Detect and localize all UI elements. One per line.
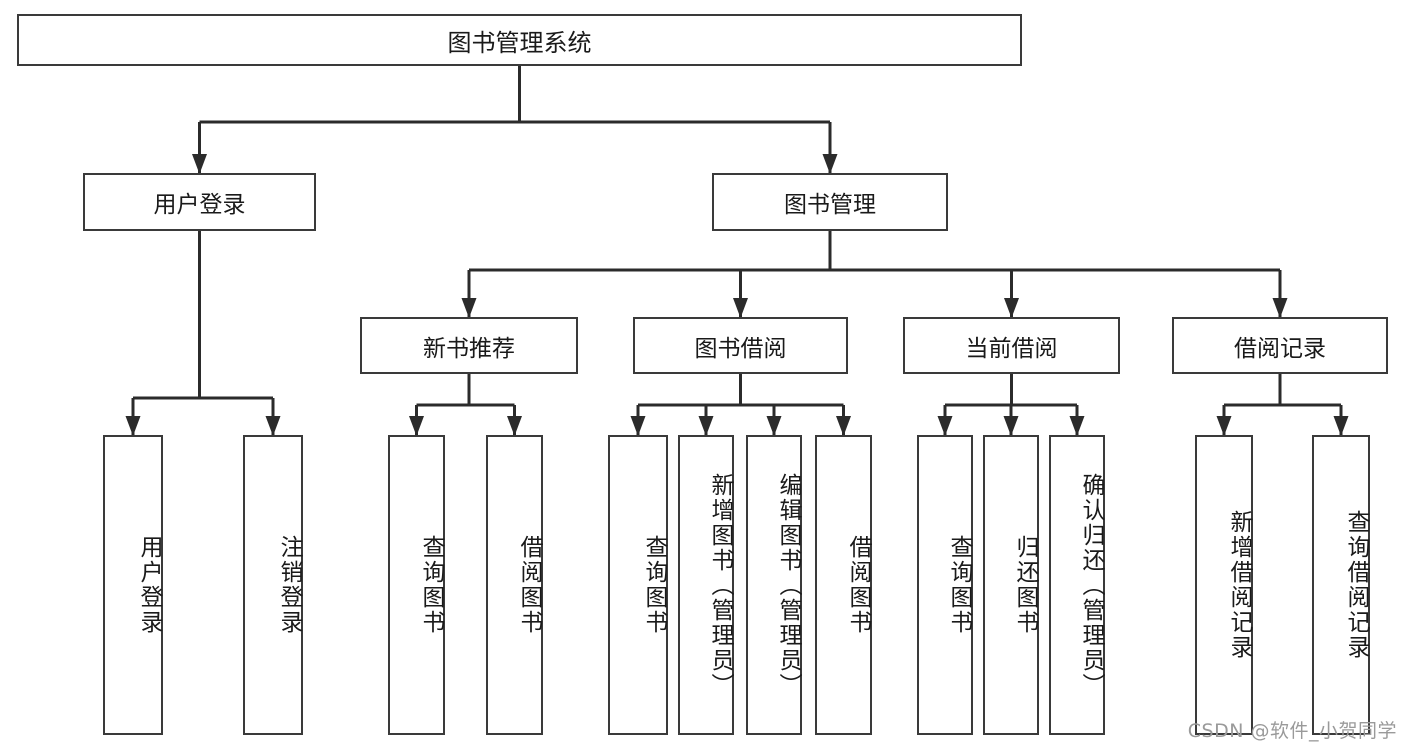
node-leaf-bor-1[interactable]: 查询图书 <box>608 435 668 735</box>
node-current[interactable]: 当前借阅 <box>903 317 1120 374</box>
node-newbook[interactable]: 新书推荐 <box>360 317 578 374</box>
arrowhead-leaf-login-2 <box>265 416 281 436</box>
node-leaf-new-1[interactable]: 查询图书 <box>388 435 445 735</box>
node-leaf-cur-1[interactable]: 查询图书 <box>917 435 973 735</box>
arrowhead-leaf-new-1 <box>409 416 424 436</box>
arrowhead-newbook <box>461 298 477 318</box>
node-label-current: 当前借阅 <box>965 335 1058 362</box>
arrowhead-leaf-bor-1 <box>630 416 646 436</box>
arrowhead-login <box>192 154 207 174</box>
arrowhead-borrow <box>733 298 748 318</box>
node-leaf-new-2[interactable]: 借阅图书 <box>486 435 543 735</box>
node-label-leaf-login-2: 注销登录 <box>276 535 302 635</box>
arrowhead-leaf-bor-4 <box>836 416 851 436</box>
node-leaf-bor-3[interactable]: 编辑图书（管理员） <box>746 435 802 735</box>
node-label-leaf-new-1: 查询图书 <box>418 535 444 635</box>
node-label-records: 借阅记录 <box>1234 335 1326 362</box>
node-login[interactable]: 用户登录 <box>83 173 316 231</box>
node-root[interactable]: 图书管理系统 <box>17 14 1022 66</box>
arrowhead-leaf-login-1 <box>125 416 141 436</box>
node-label-leaf-bor-3: 编辑图书（管理员） <box>775 472 801 698</box>
node-label-leaf-login-1: 用户登录 <box>136 535 162 635</box>
arrowhead-leaf-cur-1 <box>937 416 953 436</box>
node-leaf-rec-1[interactable]: 新增借阅记录 <box>1195 435 1253 735</box>
watermark-text: CSDN @软件_小贺同学 <box>1187 720 1397 742</box>
arrowhead-leaf-bor-2 <box>698 416 714 436</box>
node-leaf-login-2[interactable]: 注销登录 <box>243 435 303 735</box>
node-label-login: 用户登录 <box>153 192 246 218</box>
arrowhead-leaf-cur-2 <box>1003 416 1019 436</box>
arrowhead-current <box>1004 298 1019 318</box>
node-label-leaf-bor-4: 借阅图书 <box>845 535 871 635</box>
node-label-newbook: 新书推荐 <box>423 335 515 362</box>
node-label-leaf-cur-1: 查询图书 <box>946 535 972 635</box>
node-label-leaf-rec-1: 新增借阅记录 <box>1226 510 1252 660</box>
node-leaf-cur-3[interactable]: 确认归还（管理员） <box>1049 435 1105 735</box>
arrowhead-records <box>1272 298 1288 318</box>
node-leaf-cur-2[interactable]: 归还图书 <box>983 435 1039 735</box>
node-leaf-bor-4[interactable]: 借阅图书 <box>815 435 872 735</box>
node-label-leaf-new-2: 借阅图书 <box>516 535 542 635</box>
arrowhead-leaf-rec-1 <box>1216 416 1232 436</box>
node-leaf-login-1[interactable]: 用户登录 <box>103 435 163 735</box>
arrowhead-leaf-cur-3 <box>1069 416 1085 436</box>
node-label-leaf-rec-2: 查询借阅记录 <box>1343 510 1369 660</box>
node-bookmgmt[interactable]: 图书管理 <box>712 173 948 231</box>
node-label-root: 图书管理系统 <box>447 28 592 57</box>
arrowhead-bookmgmt <box>822 154 838 174</box>
node-records[interactable]: 借阅记录 <box>1172 317 1388 374</box>
node-borrow[interactable]: 图书借阅 <box>633 317 848 374</box>
arrowhead-leaf-rec-2 <box>1333 416 1349 436</box>
arrowhead-leaf-new-2 <box>507 416 522 436</box>
node-label-leaf-bor-2: 新增图书（管理员） <box>707 472 733 698</box>
node-leaf-bor-2[interactable]: 新增图书（管理员） <box>678 435 734 735</box>
node-label-leaf-cur-3: 确认归还（管理员） <box>1078 472 1104 698</box>
arrowhead-leaf-bor-3 <box>766 416 782 436</box>
node-label-borrow: 图书借阅 <box>694 335 787 362</box>
node-leaf-rec-2[interactable]: 查询借阅记录 <box>1312 435 1370 735</box>
node-label-bookmgmt: 图书管理 <box>784 192 876 218</box>
node-label-leaf-bor-1: 查询图书 <box>641 535 667 635</box>
node-label-leaf-cur-2: 归还图书 <box>1012 535 1038 635</box>
